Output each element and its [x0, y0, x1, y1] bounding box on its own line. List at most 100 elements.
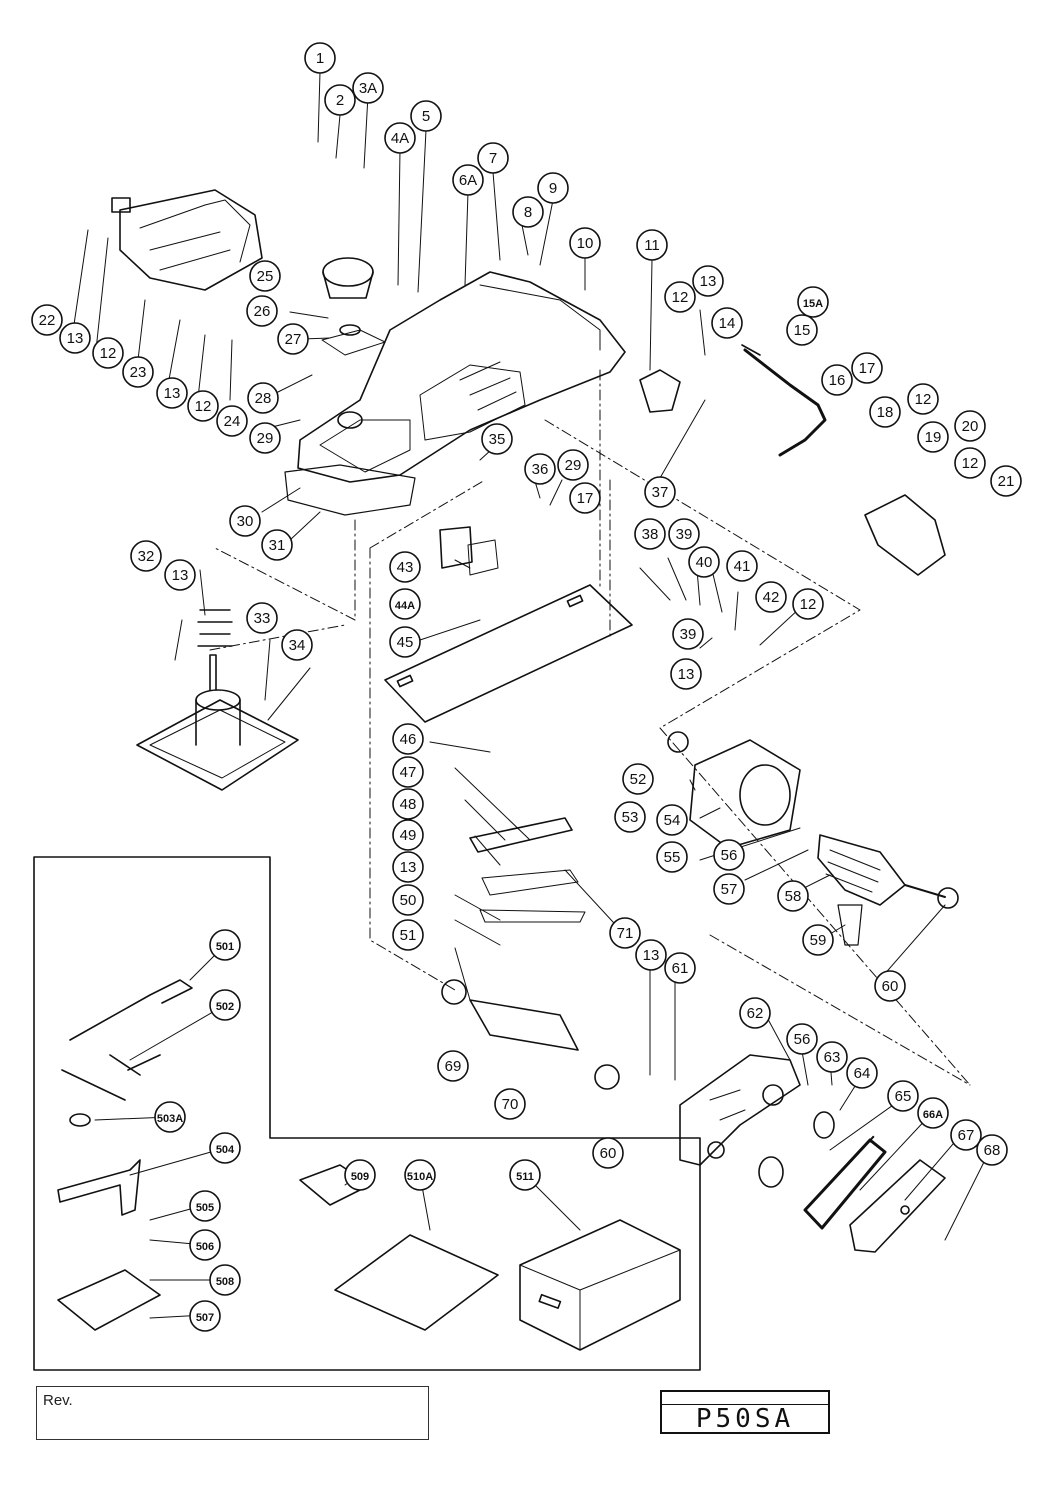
callout-circle [622, 763, 654, 795]
callout-circle [802, 924, 834, 956]
callout-13: 13 [156, 377, 188, 409]
callout-circle [692, 265, 724, 297]
callout-label: 9 [549, 180, 557, 197]
callout-2: 2 [324, 84, 356, 116]
callout-circle [656, 841, 688, 873]
callout-12: 12 [907, 383, 939, 415]
callout-circle [384, 122, 416, 154]
callout-34: 34 [281, 629, 313, 661]
callout-circle [664, 952, 696, 984]
callout-label: 29 [257, 430, 274, 447]
callout-label: 17 [859, 360, 876, 377]
callout-39: 39 [672, 618, 704, 650]
callout-69: 69 [437, 1050, 469, 1082]
callout-circle [614, 801, 646, 833]
callout-68: 68 [976, 1134, 1008, 1166]
callout-circle [797, 286, 829, 318]
callout-47: 47 [392, 756, 424, 788]
callout-circle [281, 629, 313, 661]
callout-label: 18 [877, 404, 894, 421]
callout-label: 10 [577, 235, 594, 252]
callout-label: 68 [984, 1142, 1001, 1159]
callout-circle [389, 588, 421, 620]
callout-label: 13 [643, 947, 660, 964]
callout-circle [592, 1137, 624, 1169]
callout-circle [954, 410, 986, 442]
callout-circle [477, 142, 509, 174]
callout-label: 7 [489, 150, 497, 167]
belt-cover-part [679, 1054, 801, 1166]
callout-label: 39 [676, 526, 693, 543]
callout-circle [821, 364, 853, 396]
callout-circle [656, 804, 688, 836]
callout-circle [304, 42, 336, 74]
callout-label: 505 [196, 1202, 214, 1214]
callout-circle [711, 307, 743, 339]
callout-label: 19 [925, 429, 942, 446]
callout-label: 3A [359, 80, 377, 97]
callout-label: 57 [721, 881, 738, 898]
callout-circle [261, 529, 293, 561]
guide-part [57, 1159, 141, 1216]
callout-15: 15 [786, 314, 818, 346]
callout-label: 13 [67, 330, 84, 347]
callout-label: 30 [237, 513, 254, 530]
callout-label: 37 [652, 484, 669, 501]
callout-circle [846, 1057, 878, 1089]
callout-12: 12 [92, 337, 124, 369]
callout-label: 2 [336, 92, 344, 109]
callout-label: 45 [397, 634, 414, 651]
revision-label: Rev. [43, 1392, 73, 1409]
callout-circle [672, 618, 704, 650]
callout-circle [917, 421, 949, 453]
callout-37: 37 [644, 476, 676, 508]
callout-11: 11 [636, 229, 668, 261]
callout-63: 63 [816, 1041, 848, 1073]
callout-label: 65 [895, 1088, 912, 1105]
callout-66A: 66A [917, 1097, 949, 1129]
callout-circle [816, 1041, 848, 1073]
callout-36: 36 [524, 453, 556, 485]
callout-62: 62 [739, 997, 771, 1029]
callout-20: 20 [954, 410, 986, 442]
callout-label: 504 [216, 1144, 235, 1156]
callout-16: 16 [821, 364, 853, 396]
callout-label: 16 [829, 372, 846, 389]
callout-label: 42 [763, 589, 780, 606]
callout-circle [950, 1119, 982, 1151]
callout-circle [636, 229, 668, 261]
callout-circle [130, 540, 162, 572]
callout-8: 8 [512, 196, 544, 228]
callout-label: 23 [130, 364, 147, 381]
callout-label: 63 [824, 1049, 841, 1066]
callout-13: 13 [670, 658, 702, 690]
callout-label: 53 [622, 809, 639, 826]
callout-circle [389, 551, 421, 583]
callout-label: 36 [532, 461, 549, 478]
callout-label: 29 [565, 457, 582, 474]
callout-57: 57 [713, 873, 745, 905]
callout-14: 14 [711, 307, 743, 339]
callout-label: 12 [800, 596, 817, 613]
callout-circle [792, 588, 824, 620]
callout-label: 20 [962, 418, 979, 435]
callout-circle [209, 929, 241, 961]
callout-circle [249, 260, 281, 292]
callout-505: 505 [189, 1190, 221, 1222]
callout-circle [452, 164, 484, 196]
callout-circle [31, 304, 63, 336]
callout-56: 56 [786, 1023, 818, 1055]
callout-label: 46 [400, 731, 417, 748]
callout-10: 10 [569, 227, 601, 259]
callout-18: 18 [869, 396, 901, 428]
callout-503A: 503A [154, 1101, 186, 1133]
screwdriver-part [69, 979, 193, 1041]
callout-21: 21 [990, 465, 1022, 497]
callout-circle [786, 314, 818, 346]
callout-circle [392, 884, 424, 916]
callout-27: 27 [277, 323, 309, 355]
model-title-box: P50SA [660, 1390, 830, 1434]
main-housing-part [297, 271, 626, 483]
callout-circle [557, 449, 589, 481]
